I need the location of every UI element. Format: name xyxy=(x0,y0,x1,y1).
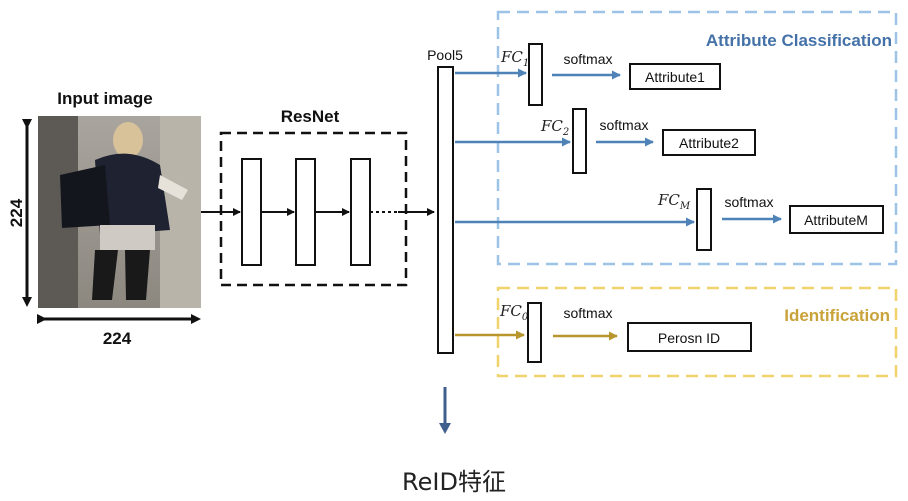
reid-down-arrowhead xyxy=(439,423,451,434)
person-id-label: Perosn ID xyxy=(658,330,720,346)
identification-region xyxy=(496,286,898,378)
height-label: 224 xyxy=(7,198,26,227)
fc-layer xyxy=(572,108,587,174)
fc-layer xyxy=(528,43,543,106)
attribute1-label: Attribute1 xyxy=(645,69,705,85)
person-id-box xyxy=(627,322,752,352)
attribute-classification-region xyxy=(496,10,898,266)
attribute1-box xyxy=(629,63,721,90)
identification-section-title: Identification xyxy=(784,306,890,325)
pool5-layer xyxy=(437,66,454,354)
resnet-title: ResNet xyxy=(281,107,340,126)
attribute2-label: Attribute2 xyxy=(679,135,739,151)
resnet-layer xyxy=(295,158,316,266)
fc-layer xyxy=(527,302,542,363)
fc0-label: FC0 xyxy=(499,302,529,323)
attributem-box xyxy=(789,205,884,234)
reid-feature-caption: ReID特征 xyxy=(402,468,506,496)
input-image-title: Input image xyxy=(57,89,152,108)
softmax-label: softmax xyxy=(563,305,612,321)
attribute2-box xyxy=(662,129,756,156)
resnet-layer xyxy=(241,158,262,266)
resnet-region xyxy=(219,131,408,287)
attribute-section-title: Attribute Classification xyxy=(706,31,892,50)
width-label: 224 xyxy=(103,329,132,348)
resnet-layer xyxy=(350,158,371,266)
fc2-label: FC2 xyxy=(540,117,569,138)
attributem-label: AttributeM xyxy=(804,212,868,228)
person-photo xyxy=(38,116,201,308)
fcm-label: FCM xyxy=(657,191,691,212)
pool5-label: Pool5 xyxy=(427,47,463,63)
fc1-label: FC1 xyxy=(500,48,529,69)
softmax-label: softmax xyxy=(563,51,612,67)
softmax-label: softmax xyxy=(599,117,648,133)
fc-layer xyxy=(696,188,712,251)
softmax-label: softmax xyxy=(724,194,773,210)
